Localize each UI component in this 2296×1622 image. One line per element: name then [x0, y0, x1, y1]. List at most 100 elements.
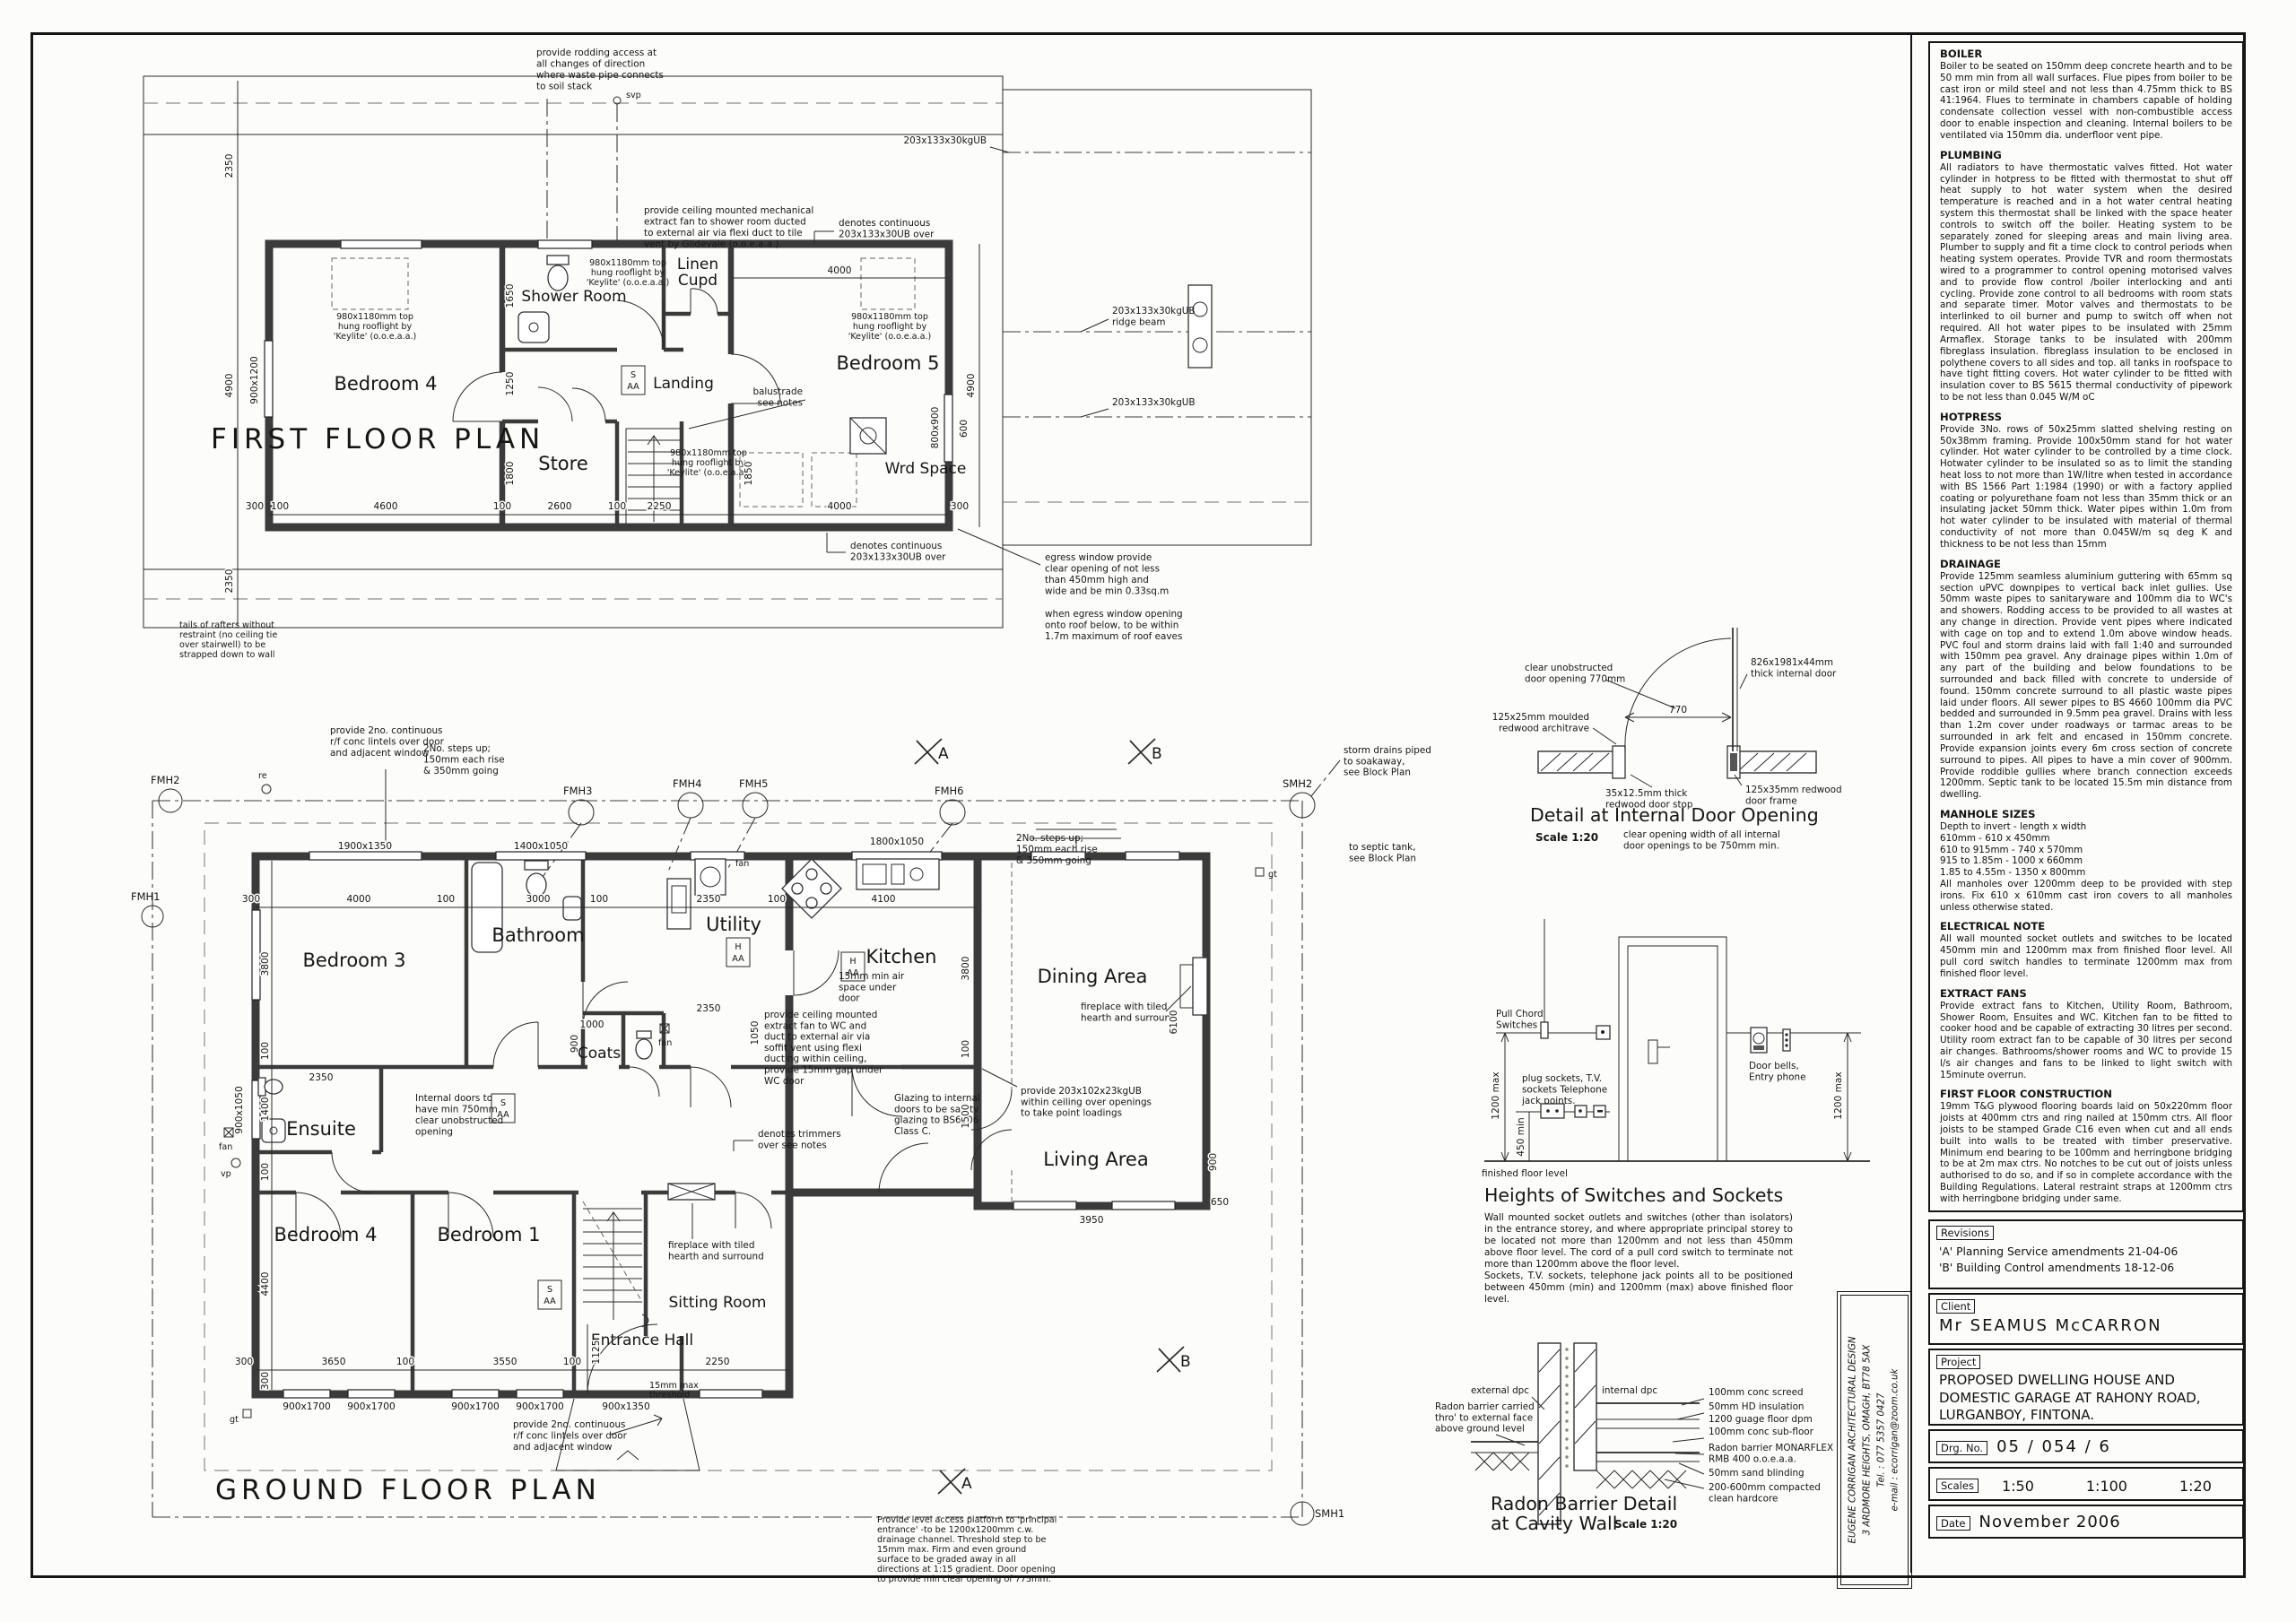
date-box: Date November 2006 — [1928, 1505, 2244, 1539]
wc-toilet — [635, 1038, 653, 1060]
spec-body: Boiler to be seated on 150mm deep concre… — [1940, 61, 2232, 141]
switch-detail-body: Wall mounted socket outlets and switches… — [1484, 1212, 1793, 1305]
svg-text:4900: 4900 — [966, 373, 977, 397]
svg-text:2350: 2350 — [697, 1003, 721, 1014]
svg-text:clear opening width of all int: clear opening width of all internaldoor … — [1623, 829, 1780, 852]
gf-room-coats: Coats — [578, 1045, 621, 1063]
column-divider — [1910, 32, 1912, 1573]
svg-text:FMH4: FMH4 — [673, 777, 702, 790]
svg-text:100mm conc sub-floor: 100mm conc sub-floor — [1709, 1427, 1814, 1437]
svg-text:vp: vp — [221, 1169, 231, 1179]
svg-text:FMH3: FMH3 — [563, 785, 593, 797]
svg-text:100: 100 — [590, 894, 608, 905]
svg-text:S: S — [500, 1098, 506, 1108]
svg-text:4000: 4000 — [347, 894, 371, 905]
gf-room-bedroom3: Bedroom 3 — [302, 950, 405, 971]
scale-value: 1:100 — [2085, 1477, 2127, 1495]
svg-text:900x1050: 900x1050 — [234, 1086, 245, 1134]
svg-text:100: 100 — [563, 1357, 581, 1367]
utility-sink — [666, 878, 691, 930]
svg-text:1200 max: 1200 max — [1833, 1071, 1844, 1119]
svg-text:2350: 2350 — [309, 1072, 334, 1083]
svg-text:fan: fan — [735, 859, 749, 869]
scale-value: 1:50 — [2001, 1477, 2034, 1495]
ff-window-left — [264, 340, 274, 418]
kitchen-sink — [856, 858, 940, 890]
svg-text:1250: 1250 — [505, 371, 516, 395]
svg-text:1500: 1500 — [961, 1104, 971, 1128]
manholes: FMH2 re FMH3 FMH4 FMH5 FMH6 SMH2 SMH1 FM… — [131, 771, 1344, 1526]
gf-room-living: Living Area — [1043, 1149, 1148, 1170]
svg-text:1900x1350: 1900x1350 — [338, 841, 392, 852]
ensuite-shower — [261, 1118, 286, 1143]
svg-text:1200 guage floor dpm: 1200 guage floor dpm — [1709, 1414, 1813, 1425]
svg-text:900x1700: 900x1700 — [283, 1401, 331, 1412]
scales-box: Scales 1:50 1:100 1:20 — [1928, 1467, 2244, 1501]
gf-room-dining: Dining Area — [1038, 966, 1148, 987]
svg-text:4900: 4900 — [224, 373, 235, 397]
spec-body: Provide 125mm seamless aluminium gutteri… — [1940, 570, 2232, 801]
date-label: Date — [1936, 1515, 1970, 1531]
svg-text:FMH5: FMH5 — [739, 777, 769, 790]
ff-window-right — [944, 394, 953, 463]
spec-body: Provide extract fans to Kitchen, Utility… — [1940, 1000, 2232, 1080]
revisions-label: Revisions — [1936, 1226, 1995, 1240]
kitchen-hob — [781, 858, 842, 919]
gf-stairs — [583, 1208, 649, 1328]
svg-text:2No. steps up;150mm each rise&: 2No. steps up;150mm each rise& 350mm goi… — [1016, 833, 1098, 866]
svg-text:gt: gt — [1268, 870, 1277, 880]
radon-layer-labels: 100mm conc screed 50mm HD insulation 120… — [1664, 1387, 1833, 1504]
svg-text:1125: 1125 — [591, 1340, 602, 1365]
note-septic: to septic tank,see Block Plan — [1349, 842, 1416, 863]
washing-machine — [694, 858, 726, 896]
svg-text:2250: 2250 — [648, 501, 672, 512]
bathroom-toilet — [526, 872, 547, 898]
ground-floor-plan: FMH2 re FMH3 FMH4 FMH5 FMH6 SMH2 SMH1 FM… — [131, 725, 1431, 1584]
svg-text:1050: 1050 — [750, 1020, 761, 1045]
spec-body: Depth to invert - length x width 610mm -… — [1940, 820, 2232, 913]
svg-text:900x1700: 900x1700 — [451, 1401, 500, 1412]
svg-text:100: 100 — [396, 1357, 414, 1367]
svg-text:H: H — [735, 942, 741, 952]
svg-text:300: 300 — [246, 501, 264, 512]
client-name: Mr SEAMUS McCARRON — [1939, 1316, 2162, 1335]
svg-text:50mm HD insulation: 50mm HD insulation — [1709, 1401, 1805, 1412]
spec-heading: HOTPRESS — [1940, 410, 2002, 423]
svg-text:at Cavity Wall: at Cavity Wall — [1491, 1513, 1617, 1534]
svg-text:external dpc: external dpc — [1471, 1385, 1529, 1396]
spec-heading: FIRST FLOOR CONSTRUCTION — [1940, 1088, 2112, 1101]
spec-body: All wall mounted socket outlets and swit… — [1940, 933, 2232, 979]
architect-stamp: EUGENE CORRIGAN ARCHITECTURAL DESIGN 3 A… — [1837, 1291, 1912, 1589]
first-floor-title: FIRST FLOOR PLAN — [211, 423, 544, 455]
svg-text:100: 100 — [493, 501, 511, 512]
svg-text:900: 900 — [570, 1035, 580, 1053]
ff-toilet — [547, 265, 569, 291]
svg-text:900x1700: 900x1700 — [516, 1401, 564, 1412]
svg-text:A: A — [961, 1475, 972, 1493]
svg-text:2350: 2350 — [224, 153, 235, 178]
svg-text:finished floor level: finished floor level — [1482, 1168, 1568, 1179]
svg-text:B: B — [1152, 745, 1162, 763]
ff-room-shower: Shower Room — [521, 288, 626, 306]
spec-heading: MANHOLE SIZES — [1940, 807, 2036, 820]
svg-text:plug sockets, T.V.sockets Tele: plug sockets, T.V.sockets Telephonejack … — [1521, 1073, 1607, 1106]
svg-text:3800: 3800 — [961, 956, 971, 980]
ff-room-store: Store — [538, 453, 588, 474]
svg-text:SMH2: SMH2 — [1283, 777, 1312, 790]
ground-floor-title: GROUND FLOOR PLAN — [215, 1474, 601, 1506]
svg-text:900x1200: 900x1200 — [249, 356, 260, 404]
svg-text:AA: AA — [732, 954, 744, 964]
svp-marker — [613, 96, 622, 105]
spec-body: 19mm T&G plywood flooring boards laid on… — [1940, 1101, 2232, 1204]
